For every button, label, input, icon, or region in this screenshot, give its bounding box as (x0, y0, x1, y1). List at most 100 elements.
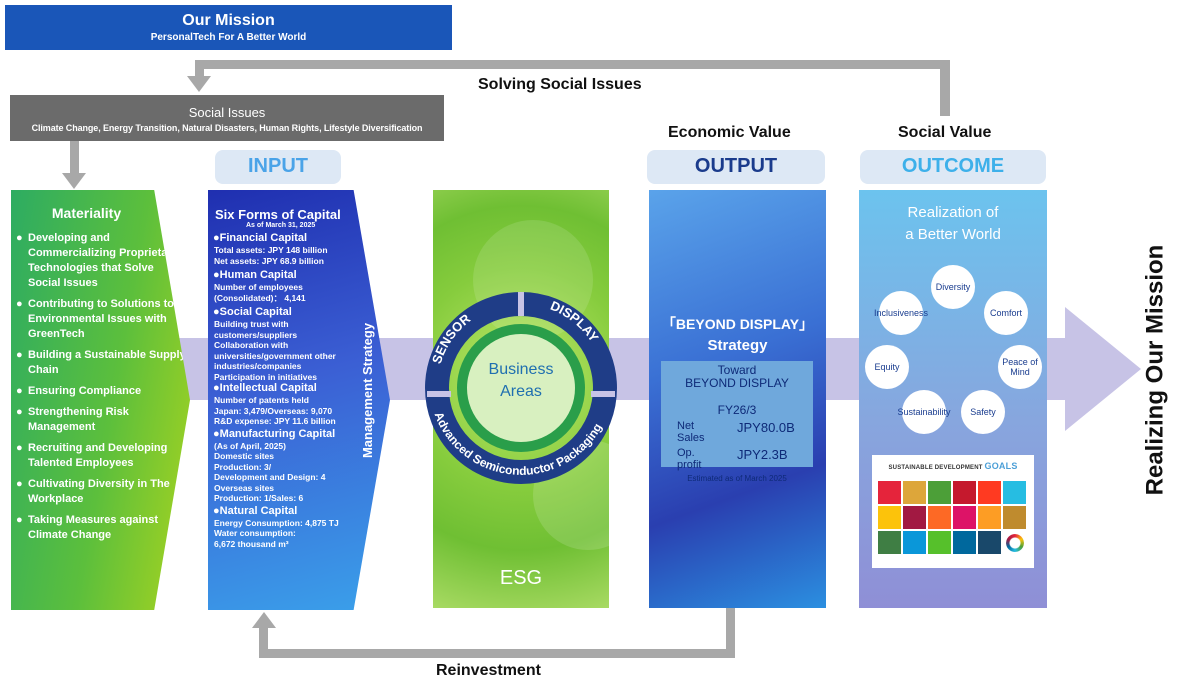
capital-name: Human Capital (213, 269, 390, 282)
financial-capital: Financial Capital Total assets: JPY 148 … (213, 232, 390, 266)
human-capital: Human Capital Number of employees (Conso… (213, 269, 390, 303)
loop-bottom-left-vertical (259, 626, 268, 658)
loop-top-horizontal (195, 60, 950, 69)
fiscal-year: FY26/3 (717, 403, 757, 417)
materiality-item: Developing and Commercializing Proprieta… (16, 231, 186, 291)
capital-line: Production: 1/Sales: 6 (214, 493, 304, 503)
capital-line: Building trust with (214, 319, 289, 329)
materiality-item: Taking Measures against Climate Change (16, 513, 186, 543)
capital-line: Net assets: JPY 68.9 billion (214, 255, 324, 266)
sdg-goal-10-icon (953, 506, 976, 529)
social-capital: Social Capital Building trust with custo… (213, 306, 390, 382)
materiality-panel: Materiality Developing and Commercializi… (11, 190, 190, 610)
capital-line: 6,672 thousand m³ (214, 538, 289, 549)
toward-text: Toward (717, 363, 757, 377)
business-center-line2: Areas (500, 383, 542, 400)
solving-label: Solving Social Issues (478, 76, 642, 93)
manufacturing-capital: Manufacturing Capital (As of April, 2025… (213, 428, 390, 504)
sdg-goal-12-icon (1003, 506, 1026, 529)
business-ring-diagram: SENSOR DISPLAY Advanced Semiconductor Pa… (425, 292, 617, 484)
outcome-title-line2: a Better World (905, 226, 1001, 243)
sdg-goal-14-icon (903, 531, 926, 554)
sdg-goal-6-icon (1003, 481, 1026, 504)
esg-label: ESG (499, 567, 543, 589)
capital-name: Intellectual Capital (213, 382, 390, 395)
net-sales-row: Net Sales JPY80.0B (661, 420, 813, 444)
arrowhead-down-materiality (62, 173, 86, 189)
sdg-goal-3-icon (928, 481, 951, 504)
output-header: OUTPUT (647, 150, 825, 184)
op-profit-value: JPY2.3B (737, 447, 788, 462)
sdg-goals-text: GOALS (984, 461, 1018, 471)
capital-name: Natural Capital (213, 505, 390, 518)
estimated-note: Estimated as of March 2025 (687, 474, 787, 483)
sdg-heading: SUSTAINABLE DEVELOPMENT GOALS (872, 461, 1034, 471)
social-issues-title: Social Issues (188, 105, 266, 120)
capital-line: (As of April, 2025) (214, 440, 286, 451)
economic-value-label: Economic Value (668, 124, 791, 141)
loop-bottom-horizontal (259, 649, 735, 658)
sdg-goal-11-icon (978, 506, 1001, 529)
sdg-goal-1-icon (878, 481, 901, 504)
capital-as-of: As of March 31, 2025 (246, 222, 316, 229)
value-node-safety: Safety (961, 390, 1005, 434)
sdg-goal-grid (878, 481, 1028, 554)
materiality-item: Cultivating Diversity in The Workplace (16, 477, 186, 507)
sdg-goal-2-icon (903, 481, 926, 504)
value-node-peace-of-mind: Peace of Mind (998, 345, 1042, 389)
beyond-display-text: BEYOND DISPLAY (685, 376, 789, 390)
capital-line: Collaboration with (214, 340, 289, 350)
capital-name: Social Capital (213, 306, 390, 319)
sdg-goal-4-icon (953, 481, 976, 504)
social-value-label: Social Value (898, 124, 992, 141)
value-node-comfort: Comfort (984, 291, 1028, 335)
net-sales-value: JPY80.0B (737, 420, 795, 435)
loop-top-right-vertical (940, 60, 950, 116)
loop-top-left-vertical (195, 60, 204, 78)
sdg-logo-block: SUSTAINABLE DEVELOPMENT GOALS (872, 455, 1034, 568)
net-sales-label: Net Sales (677, 420, 705, 444)
capital-line: Development and Design: 4 (214, 472, 326, 482)
sdg-goal-16-icon (953, 531, 976, 554)
sdg-goal-8-icon (903, 506, 926, 529)
sdg-wheel-icon (1003, 531, 1026, 554)
outcome-title-line1: Realization of (907, 204, 999, 221)
capital-line: Domestic sites (214, 451, 274, 461)
sdg-goal-13-icon (878, 531, 901, 554)
value-node-diversity: Diversity (931, 265, 975, 309)
reinvestment-label: Reinvestment (436, 662, 541, 679)
materiality-item: Building a Sustainable Supply Chain (16, 348, 186, 378)
capital-line: Energy Consumption: 4,875 TJ (214, 517, 339, 528)
mission-title: Our Mission (182, 12, 275, 29)
value-node-inclusiveness: Inclusiveness (874, 291, 928, 335)
capital-name: Financial Capital (213, 232, 390, 245)
capital-line: Participation in initiatives (214, 371, 317, 382)
materiality-list: Developing and Commercializing Proprieta… (11, 231, 190, 543)
capital-title: Six Forms of Capital (215, 207, 341, 222)
management-strategy-text: Management Strategy (360, 322, 376, 458)
value-node-equity: Equity (865, 345, 909, 389)
capital-line: Overseas sites (214, 482, 275, 493)
realizing-mission-label: Realizing Our Mission (1130, 190, 1180, 550)
arrowhead-up-input (252, 612, 276, 628)
social-issues-bar: Social Issues Climate Change, Energy Tra… (10, 95, 444, 141)
sdg-goal-9-icon (928, 506, 951, 529)
op-profit-label: Op. profit (677, 447, 702, 471)
capital-line: Total assets: JPY 148 billion (214, 245, 328, 255)
forecast-box: Toward BEYOND DISPLAY FY26/3 Net Sales J… (661, 361, 813, 483)
outcome-header: OUTCOME (860, 150, 1046, 184)
management-strategy-label: Management Strategy (348, 290, 388, 490)
materiality-item: Ensuring Compliance (16, 384, 186, 399)
business-core (467, 334, 575, 442)
strategy-line1: 「BEYOND DISPLAY」 (661, 316, 814, 332)
capital-line: (Consolidated)： 4,141 (214, 292, 306, 303)
input-header: INPUT (215, 150, 341, 184)
capital-line: universities/government other (214, 350, 336, 361)
strategy-line2: Strategy (707, 337, 768, 354)
capital-line: Number of employees (214, 282, 303, 292)
input-panel: Six Forms of Capital As of March 31, 202… (208, 190, 390, 610)
capital-line: customers/suppliers (214, 329, 298, 340)
mission-subtitle: PersonalTech For A Better World (150, 32, 307, 43)
realizing-mission-text: Realizing Our Mission (1141, 244, 1169, 496)
materiality-item: Contributing to Solutions to Environment… (16, 297, 186, 342)
